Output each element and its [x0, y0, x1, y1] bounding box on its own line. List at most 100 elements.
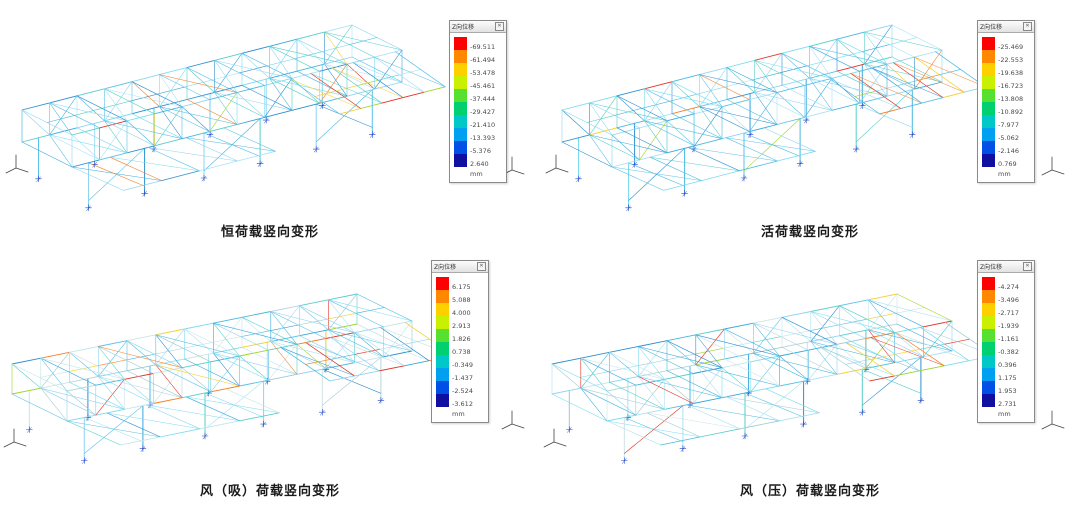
legend-color-swatch	[982, 141, 995, 154]
legend-value: -5.376	[470, 147, 491, 155]
panel-caption: 活荷载竖向变形	[760, 225, 859, 240]
legend-title: Z向位移	[980, 264, 1003, 271]
legend-value: 1.953	[998, 387, 1017, 395]
legend-color-swatch	[454, 37, 467, 50]
legend-color-swatch	[982, 50, 995, 63]
legend-window: Z向位移 ✕ -25.469-22.553-19.638-16.723-13.8…	[977, 20, 1035, 183]
legend-value: 4.000	[452, 309, 471, 317]
legend-row: -3.496	[982, 290, 1031, 304]
legend-color-swatch	[454, 115, 467, 128]
legend-color-swatch	[436, 329, 449, 342]
legend-value: -25.469	[998, 43, 1024, 51]
legend-titlebar[interactable]: Z向位移 ✕	[978, 21, 1034, 33]
legend-color-swatch	[982, 316, 995, 329]
legend-row: -22.553	[982, 50, 1031, 64]
legend-value: -69.511	[470, 43, 496, 51]
legend-row: 6.175	[436, 277, 485, 291]
legend-color-swatch	[982, 89, 995, 102]
legend-titlebar[interactable]: Z向位移 ✕	[432, 261, 488, 273]
legend-row: -2.524	[436, 381, 485, 395]
legend-value: -4.274	[998, 283, 1019, 291]
legend-color-swatch	[454, 76, 467, 89]
legend-value: -13.808	[998, 95, 1024, 103]
legend-row: -5.062	[982, 128, 1031, 142]
legend-color-scale: -69.511 -61.494-53.478-45.461-37.444-29.4…	[454, 37, 503, 168]
legend-color-swatch	[982, 76, 995, 89]
legend-body: -69.511 -61.494-53.478-45.461-37.444-29.4…	[450, 33, 506, 182]
legend-row: -69.511	[454, 37, 503, 51]
legend-color-swatch	[436, 290, 449, 303]
legend-row: -37.444	[454, 89, 503, 103]
legend-unit: mm	[998, 170, 1011, 178]
legend-row: -0.382	[982, 342, 1031, 356]
legend-title: Z向位移	[452, 24, 475, 31]
legend-value: -21.410	[470, 121, 496, 129]
legend-row: 2.731	[982, 394, 1031, 408]
structure-wireframe-view	[545, 24, 1065, 212]
legend-color-swatch	[436, 342, 449, 355]
legend-color-swatch	[982, 63, 995, 76]
legend-value: -2.146	[998, 147, 1019, 155]
legend-value: 6.175	[452, 283, 471, 291]
legend-body: -25.469-22.553-19.638-16.723-13.808-10.8…	[978, 33, 1034, 182]
legend-row: -2.717	[982, 303, 1031, 317]
legend-row: -5.376	[454, 141, 503, 155]
legend-value: -1.437	[452, 374, 473, 382]
legend-row: -10.892	[982, 102, 1031, 116]
structure-wireframe-view	[3, 293, 525, 464]
legend-color-swatch	[982, 102, 995, 115]
legend-row: 5.088	[436, 290, 485, 304]
close-icon[interactable]: ✕	[1023, 262, 1032, 271]
legend-window: Z向位移 ✕ -4.274-3.496-2.717-1.939-1.161-0.…	[977, 260, 1035, 423]
legend-value: -2.524	[452, 387, 473, 395]
legend-value: -3.612	[452, 400, 473, 408]
legend-row: -29.427	[454, 102, 503, 116]
legend-window: Z向位移 ✕ -69.511 -61.494-53.478-45.461-37.4…	[449, 20, 507, 183]
panel-live-load: Z向位移 ✕ -25.469-22.553-19.638-16.723-13.8…	[540, 0, 1080, 256]
legend-unit: mm	[470, 170, 483, 178]
legend-row: -19.638	[982, 63, 1031, 77]
legend-row: 0.738	[436, 342, 485, 356]
legend-row: -45.461	[454, 76, 503, 90]
panel-caption: 风（压）荷载竖向变形	[739, 484, 880, 499]
legend-color-swatch	[982, 115, 995, 128]
legend-value: -0.349	[452, 361, 473, 369]
legend-row: -13.808	[982, 89, 1031, 103]
legend-row: -53.478	[454, 63, 503, 77]
legend-value: 0.738	[452, 348, 471, 356]
legend-value: -3.496	[998, 296, 1019, 304]
legend-color-swatch	[982, 303, 995, 316]
legend-color-swatch	[454, 154, 467, 167]
legend-row: -2.146	[982, 141, 1031, 155]
legend-color-swatch	[982, 368, 995, 381]
legend-value: -7.977	[998, 121, 1019, 129]
legend-color-swatch	[436, 381, 449, 394]
legend-value: -1.939	[998, 322, 1019, 330]
legend-titlebar[interactable]: Z向位移 ✕	[450, 21, 506, 33]
close-icon[interactable]: ✕	[495, 22, 504, 31]
legend-color-swatch	[436, 303, 449, 316]
legend-color-swatch	[982, 277, 995, 290]
legend-row: 1.953	[982, 381, 1031, 395]
legend-row: -7.977	[982, 115, 1031, 129]
legend-titlebar[interactable]: Z向位移 ✕	[978, 261, 1034, 273]
legend-value: -0.382	[998, 348, 1019, 356]
legend-color-swatch	[982, 290, 995, 303]
legend-color-swatch	[454, 63, 467, 76]
legend-row: 1.826	[436, 329, 485, 343]
legend-color-swatch	[982, 154, 995, 167]
legend-value: -61.494	[470, 56, 496, 64]
panel-wind-pressure-load: Z向位移 ✕ -4.274-3.496-2.717-1.939-1.161-0.…	[540, 256, 1080, 513]
close-icon[interactable]: ✕	[1023, 22, 1032, 31]
close-icon[interactable]: ✕	[477, 262, 486, 271]
structure-wireframe-view	[5, 24, 525, 212]
legend-value: 0.769	[998, 160, 1017, 168]
legend-color-scale: -25.469-22.553-19.638-16.723-13.808-10.8…	[982, 37, 1031, 168]
legend-value: 1.826	[452, 335, 471, 343]
legend-color-swatch	[436, 368, 449, 381]
